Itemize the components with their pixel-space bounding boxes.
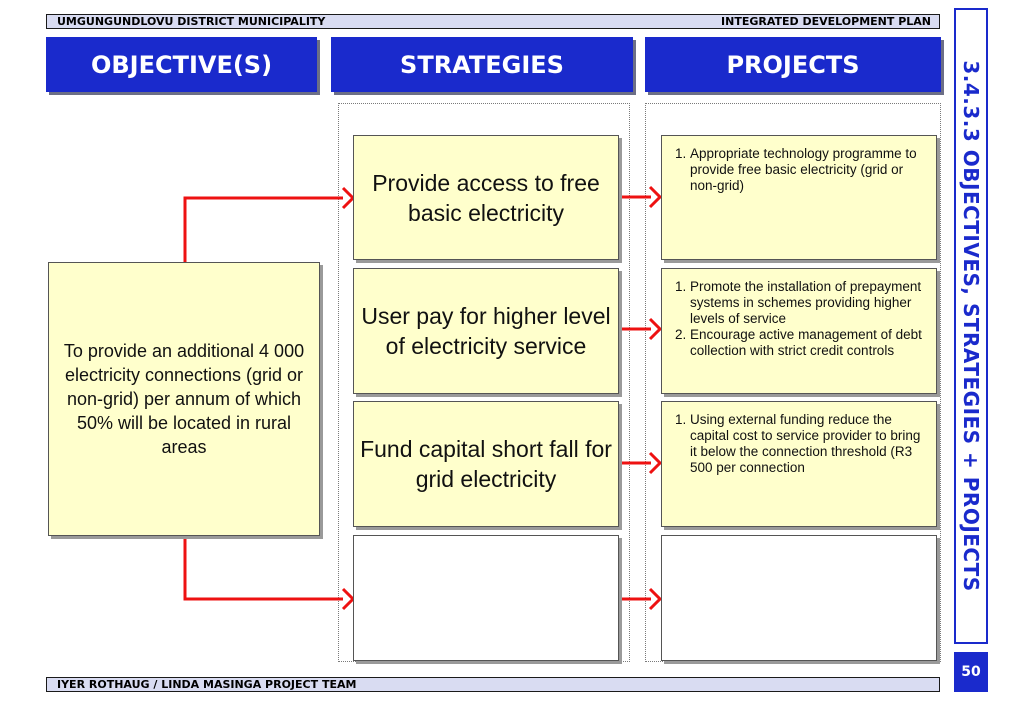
section-title-sidebar: 3.4.3.3 OBJECTIVES, STRATEGIES + PROJECT…	[954, 8, 988, 644]
arrowhead-project-3	[648, 451, 663, 475]
column-header-projects: PROJECTS	[645, 37, 941, 92]
project-2-item-2: Encourage active management of debt coll…	[690, 327, 928, 359]
objective-text: To provide an additional 4 000 electrici…	[63, 341, 305, 457]
project-1-item-1: Appropriate technology programme to prov…	[690, 146, 928, 194]
strategy-box-4	[353, 535, 619, 661]
arrowhead-project-2	[648, 317, 663, 341]
section-title: 3.4.3.3 OBJECTIVES, STRATEGIES + PROJECT…	[959, 60, 983, 592]
objective-box: To provide an additional 4 000 electrici…	[48, 262, 320, 536]
strategy-text-1: Provide access to free basic electricity	[372, 169, 600, 226]
project-box-2: Promote the installation of prepayment s…	[661, 268, 937, 394]
project-3-item-1: Using external funding reduce the capita…	[690, 412, 928, 476]
page-number: 50	[954, 652, 988, 692]
project-2-item-1: Promote the installation of prepayment s…	[690, 279, 928, 327]
strategy-text-2: User pay for higher level of electricity…	[361, 303, 611, 359]
project-box-3: Using external funding reduce the capita…	[661, 401, 937, 527]
strategy-text-3: Fund capital short fall for grid electri…	[360, 436, 612, 492]
strategy-box-3: Fund capital short fall for grid electri…	[353, 401, 619, 527]
project-box-4	[661, 535, 937, 661]
arrowhead-project-1	[648, 185, 663, 209]
header-bar: UMGUNGUNDLOVU DISTRICT MUNICIPALITY INTE…	[46, 14, 940, 29]
strategy-box-2: User pay for higher level of electricity…	[353, 268, 619, 394]
header-municipality: UMGUNGUNDLOVU DISTRICT MUNICIPALITY	[57, 15, 326, 28]
project-box-1: Appropriate technology programme to prov…	[661, 135, 937, 260]
header-plan-title: INTEGRATED DEVELOPMENT PLAN	[721, 15, 931, 28]
arrowhead-strategy-4	[341, 587, 356, 611]
arrowhead-project-4	[648, 587, 663, 611]
strategy-box-1: Provide access to free basic electricity	[353, 135, 619, 260]
column-header-objectives: OBJECTIVE(S)	[46, 37, 317, 92]
projects-column-frame	[645, 103, 941, 662]
arrow-objective-to-strategy-1	[183, 196, 343, 262]
arrowhead-strategy-1	[341, 186, 356, 210]
strategies-column-frame	[338, 103, 630, 662]
column-header-strategies: STRATEGIES	[331, 37, 633, 92]
footer-project-team: IYER ROTHAUG / LINDA MASINGA PROJECT TEA…	[57, 678, 357, 691]
footer-bar: IYER ROTHAUG / LINDA MASINGA PROJECT TEA…	[46, 677, 940, 692]
arrow-objective-to-strategy-4	[183, 536, 343, 601]
